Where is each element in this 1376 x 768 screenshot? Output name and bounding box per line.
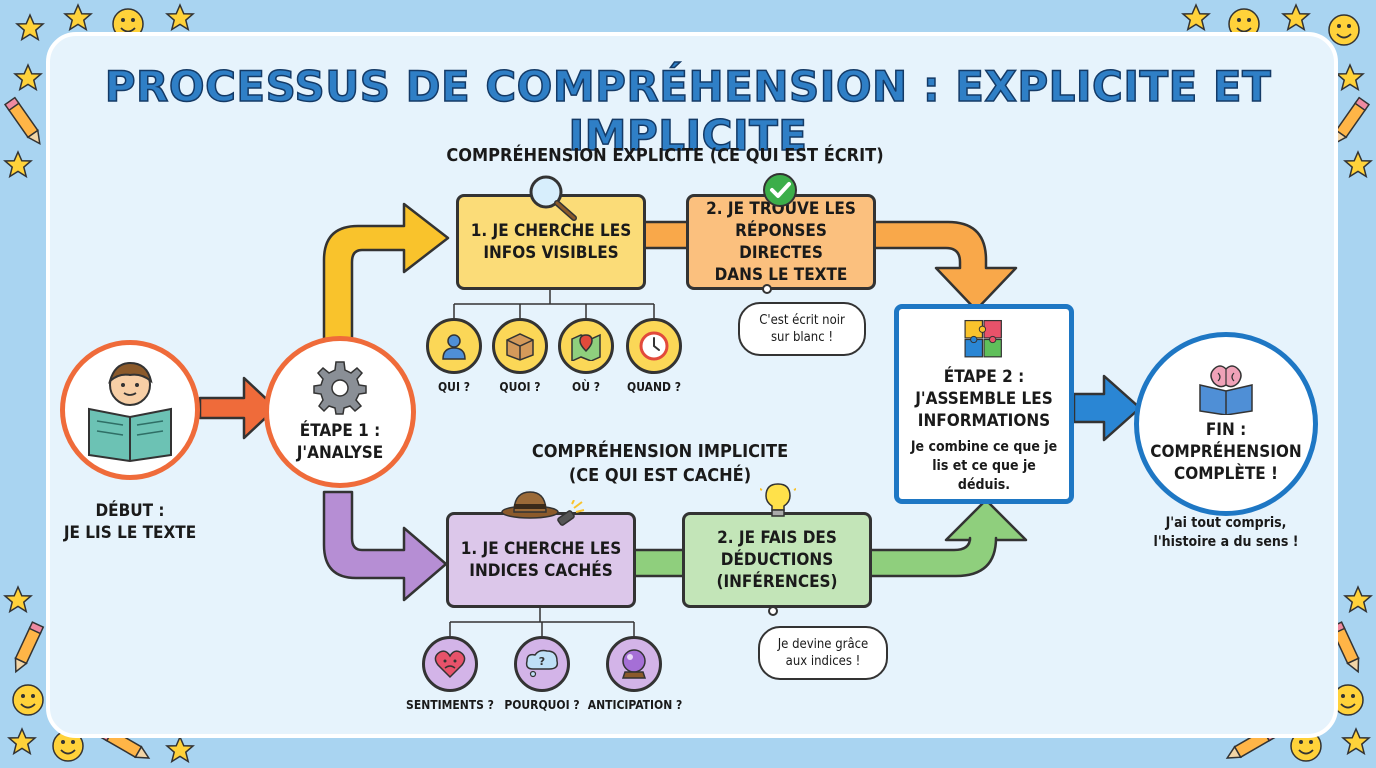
step1-label-line1: ÉTAPE 1 : — [299, 421, 381, 441]
end-label-line2: COMPRÉHENSION — [1150, 442, 1302, 462]
arrow-start-to-step1 — [198, 376, 278, 440]
end-circle: FIN : COMPRÉHENSION COMPLÈTE ! — [1134, 332, 1318, 516]
implicit-box-1: 1. JE CHERCHE LES INDICES CACHÉS — [446, 512, 636, 608]
step2-desc-line2: lis et ce que je déduis. — [932, 458, 1036, 493]
arrow-step1-to-explicit — [322, 202, 450, 342]
detective-hat-icon — [501, 491, 559, 519]
question-feelings: SENTIMENTS ? — [406, 698, 494, 712]
step1-label-line2: J'ANALYSE — [296, 443, 384, 463]
end-label-line1: FIN : — [1205, 420, 1247, 440]
implicit-bubble: Je devine grâce aux indices ! — [758, 626, 888, 680]
thought-bubble-icon: ? — [525, 649, 559, 678]
start-label-line2: JE LIS LE TEXTE — [63, 523, 197, 543]
svg-text:?: ? — [539, 655, 545, 668]
step2-label-line1: ÉTAPE 2 : — [943, 367, 1025, 387]
question-where: OÙ ? — [572, 380, 600, 394]
implicit-box2-line3: (INFÉRENCES) — [716, 572, 838, 592]
implicit-heading-line1: COMPRÉHENSION IMPLICITE — [531, 441, 789, 462]
where-circle — [558, 318, 614, 374]
start-label-line1: DÉBUT : — [95, 501, 165, 521]
heart-icon — [434, 650, 466, 679]
explicit-bubble-line2: sur blanc ! — [770, 330, 834, 345]
question-when: QUAND ? — [627, 380, 681, 394]
explicit-bubble-line1: C'est écrit noir — [759, 313, 845, 328]
connector-implicit — [632, 548, 686, 578]
arrow-step1-to-implicit — [322, 490, 448, 602]
end-label-line3: COMPLÈTE ! — [1173, 464, 1279, 484]
reading-child-icon — [88, 361, 172, 463]
explicit-box-1: 1. JE CHERCHE LES INFOS VISIBLES — [456, 194, 646, 290]
explicit-box2-line3: DANS LE TEXTE — [714, 265, 848, 285]
feelings-circle — [422, 636, 478, 692]
step2-label-line3: INFORMATIONS — [917, 411, 1051, 431]
step2-desc-line1: Je combine ce que je — [910, 439, 1058, 455]
question-why: POURQUOI ? — [504, 698, 580, 712]
explicit-box-2: 2. JE TROUVE LES RÉPONSES DIRECTES DANS … — [686, 194, 876, 290]
arrow-explicit-to-step2 — [872, 220, 1018, 312]
step2-label-line2: J'ASSEMBLE LES — [915, 389, 1053, 409]
check-icon — [763, 173, 797, 207]
question-anticipation: ANTICIPATION ? — [587, 698, 683, 712]
crystal-ball-icon — [621, 649, 647, 679]
implicit-box1-line2: INDICES CACHÉS — [469, 561, 613, 581]
explicit-box2-line1: 2. JE TROUVE LES — [706, 199, 856, 219]
implicit-box1-line1: 1. JE CHERCHE LES — [460, 539, 622, 559]
end-note-line2: l'histoire a du sens ! — [1153, 534, 1299, 550]
arrow-implicit-to-step2 — [868, 498, 1028, 578]
step1-circle: ÉTAPE 1 : J'ANALYSE — [264, 336, 416, 488]
implicit-heading-line2: (CE QUI EST CACHÉ) — [568, 465, 752, 486]
why-circle: ? — [514, 636, 570, 692]
explicit-box1-line1: 1. JE CHERCHE LES — [470, 221, 632, 241]
explicit-box2-line2: RÉPONSES DIRECTES — [735, 221, 827, 263]
main-panel — [46, 32, 1338, 738]
what-circle — [492, 318, 548, 374]
lightbulb-icon — [760, 480, 796, 517]
thought-dot — [762, 284, 772, 294]
implicit-heading: COMPRÉHENSION IMPLICITE (CE QUI EST CACH… — [510, 440, 810, 488]
explicit-heading: COMPRÉHENSION EXPLICITE (CE QUI EST ÉCRI… — [446, 145, 884, 166]
explicit-box1-line2: INFOS VISIBLES — [483, 243, 619, 263]
implicit-box-2: 2. JE FAIS DES DÉDUCTIONS (INFÉRENCES) — [682, 512, 872, 608]
who-circle — [426, 318, 482, 374]
puzzle-icon — [964, 319, 1002, 358]
map-pin-icon — [571, 333, 601, 361]
brain-book-icon — [1199, 365, 1253, 415]
implicit-bubble-line1: Je devine grâce — [777, 637, 869, 652]
person-icon — [442, 334, 466, 360]
magnifier-icon — [529, 175, 577, 221]
question-what: QUOI ? — [499, 380, 541, 394]
implicit-box2-line1: 2. JE FAIS DES — [717, 528, 837, 548]
step2-box: ÉTAPE 2 : J'ASSEMBLE LES INFORMATIONS Je… — [894, 304, 1074, 504]
gear-icon — [313, 361, 367, 415]
question-who: QUI ? — [438, 380, 470, 394]
end-note-line1: J'ai tout compris, — [1165, 515, 1287, 531]
implicit-box2-line2: DÉDUCTIONS — [720, 550, 834, 570]
connector-explicit — [642, 220, 692, 250]
anticipation-circle — [606, 636, 662, 692]
box-icon — [506, 333, 534, 361]
thought-dot — [768, 606, 778, 616]
flashlight-icon — [557, 500, 585, 526]
clock-icon — [639, 331, 669, 361]
implicit-bubble-line2: aux indices ! — [785, 654, 861, 669]
page-title: PROCESSUS DE COMPRÉHENSION : EXPLICITE E… — [104, 61, 1272, 161]
start-circle — [60, 340, 200, 480]
arrow-step2-to-end — [1072, 374, 1142, 442]
when-circle — [626, 318, 682, 374]
explicit-bubble: C'est écrit noir sur blanc ! — [738, 302, 866, 356]
